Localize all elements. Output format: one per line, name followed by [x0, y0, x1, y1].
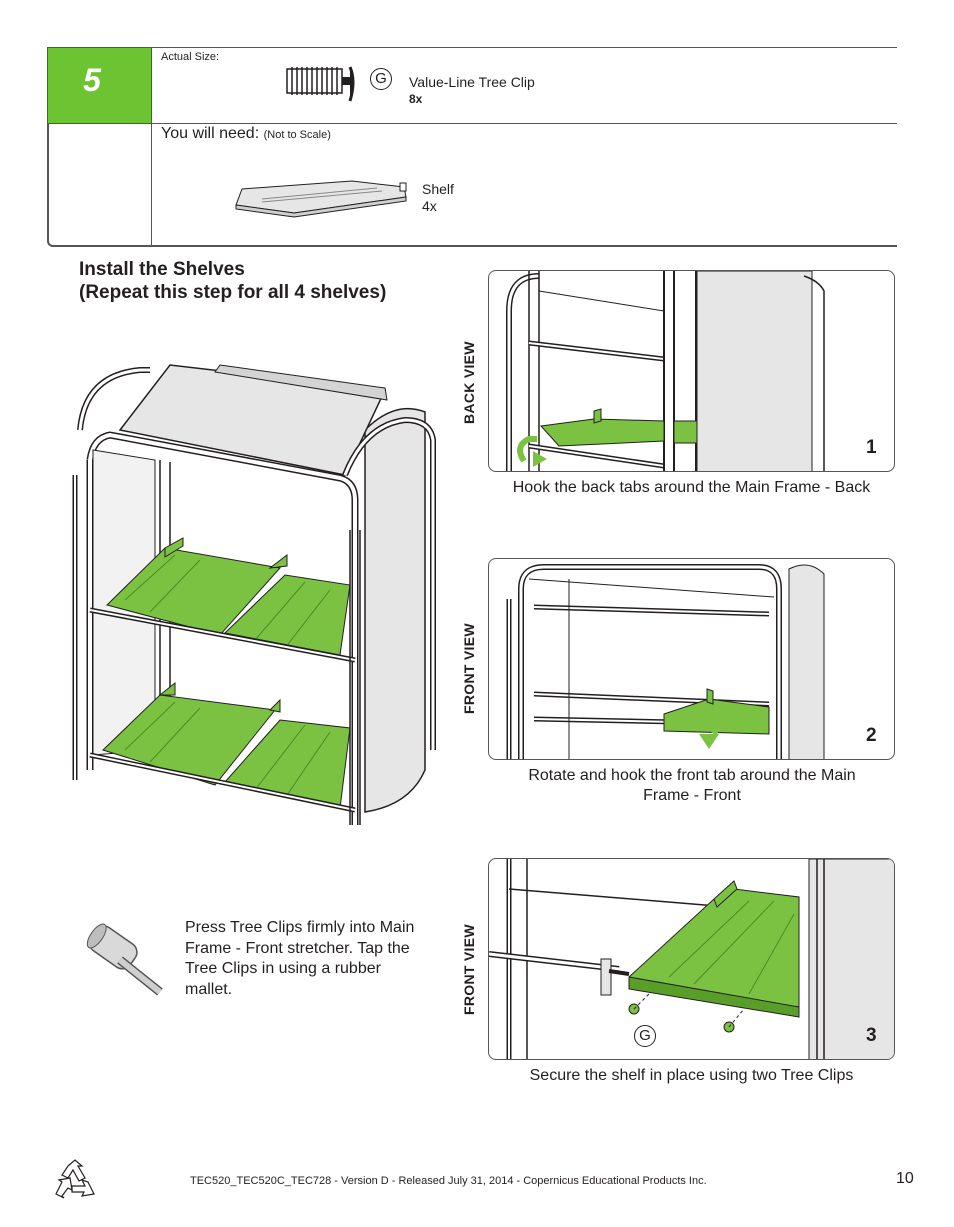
recycle-icon [55, 1159, 95, 1199]
you-will-need: You will need: (Not to Scale) [161, 125, 331, 143]
part-qty: 8x [409, 92, 423, 106]
step-box-outline [47, 47, 897, 247]
panel3-clip-letter: G [634, 1025, 656, 1047]
panel3-view-label: FRONT VIEW [461, 924, 477, 1015]
not-to-scale: (Not to Scale) [263, 129, 331, 141]
part-letter-g: G [370, 68, 392, 90]
panel3-illustration [489, 859, 894, 1059]
panel-2: 2 [488, 558, 895, 760]
panel-3: G 3 [488, 858, 895, 1060]
section-title: Install the Shelves (Repeat this step fo… [79, 258, 386, 304]
step-header-box: 5 Actual Size: G Value-Line Tree Clip 8x… [47, 47, 897, 247]
tree-clip-icon [286, 66, 355, 102]
panel3-caption: Secure the shelf in place using two Tree… [529, 1067, 854, 1084]
section-title-line1: Install the Shelves [79, 259, 245, 280]
you-will-need-label: You will need: [161, 125, 260, 142]
step-number: 5 [83, 62, 101, 98]
panel2-number: 2 [866, 725, 877, 746]
actual-size-label: Actual Size: [161, 51, 220, 63]
panel2-illustration [506, 564, 825, 759]
section-title-line2: (Repeat this step for all 4 shelves) [79, 282, 387, 303]
divider-horizontal [47, 123, 897, 124]
shelf-qty: 4x [422, 198, 437, 214]
page-number: 10 [896, 1170, 914, 1187]
divider-vertical [151, 47, 152, 245]
cabinet-illustration [72, 364, 436, 825]
rubber-mallet-icon [86, 923, 163, 996]
shelf-name: Shelf [422, 181, 454, 197]
footer-doc-info: TEC520_TEC520C_TEC728 - Version D - Rele… [190, 1175, 707, 1187]
panel1-number: 1 [866, 437, 877, 458]
shelf-icon [235, 180, 407, 218]
panel1-caption: Hook the back tabs around the Main Frame… [512, 479, 871, 496]
panel3-number: 3 [866, 1025, 877, 1046]
mallet-instruction: Press Tree Clips firmly into Main Frame … [185, 919, 415, 998]
panel2-view-label: FRONT VIEW [461, 623, 477, 714]
panel-1: 1 [488, 270, 895, 472]
panel2-caption: Rotate and hook the front tab around the… [528, 767, 856, 804]
part-name: Value-Line Tree Clip [409, 74, 535, 90]
panel1-illustration [506, 271, 825, 471]
step-number-cell: 5 [48, 48, 151, 123]
panel1-view-label: BACK VIEW [461, 341, 477, 424]
